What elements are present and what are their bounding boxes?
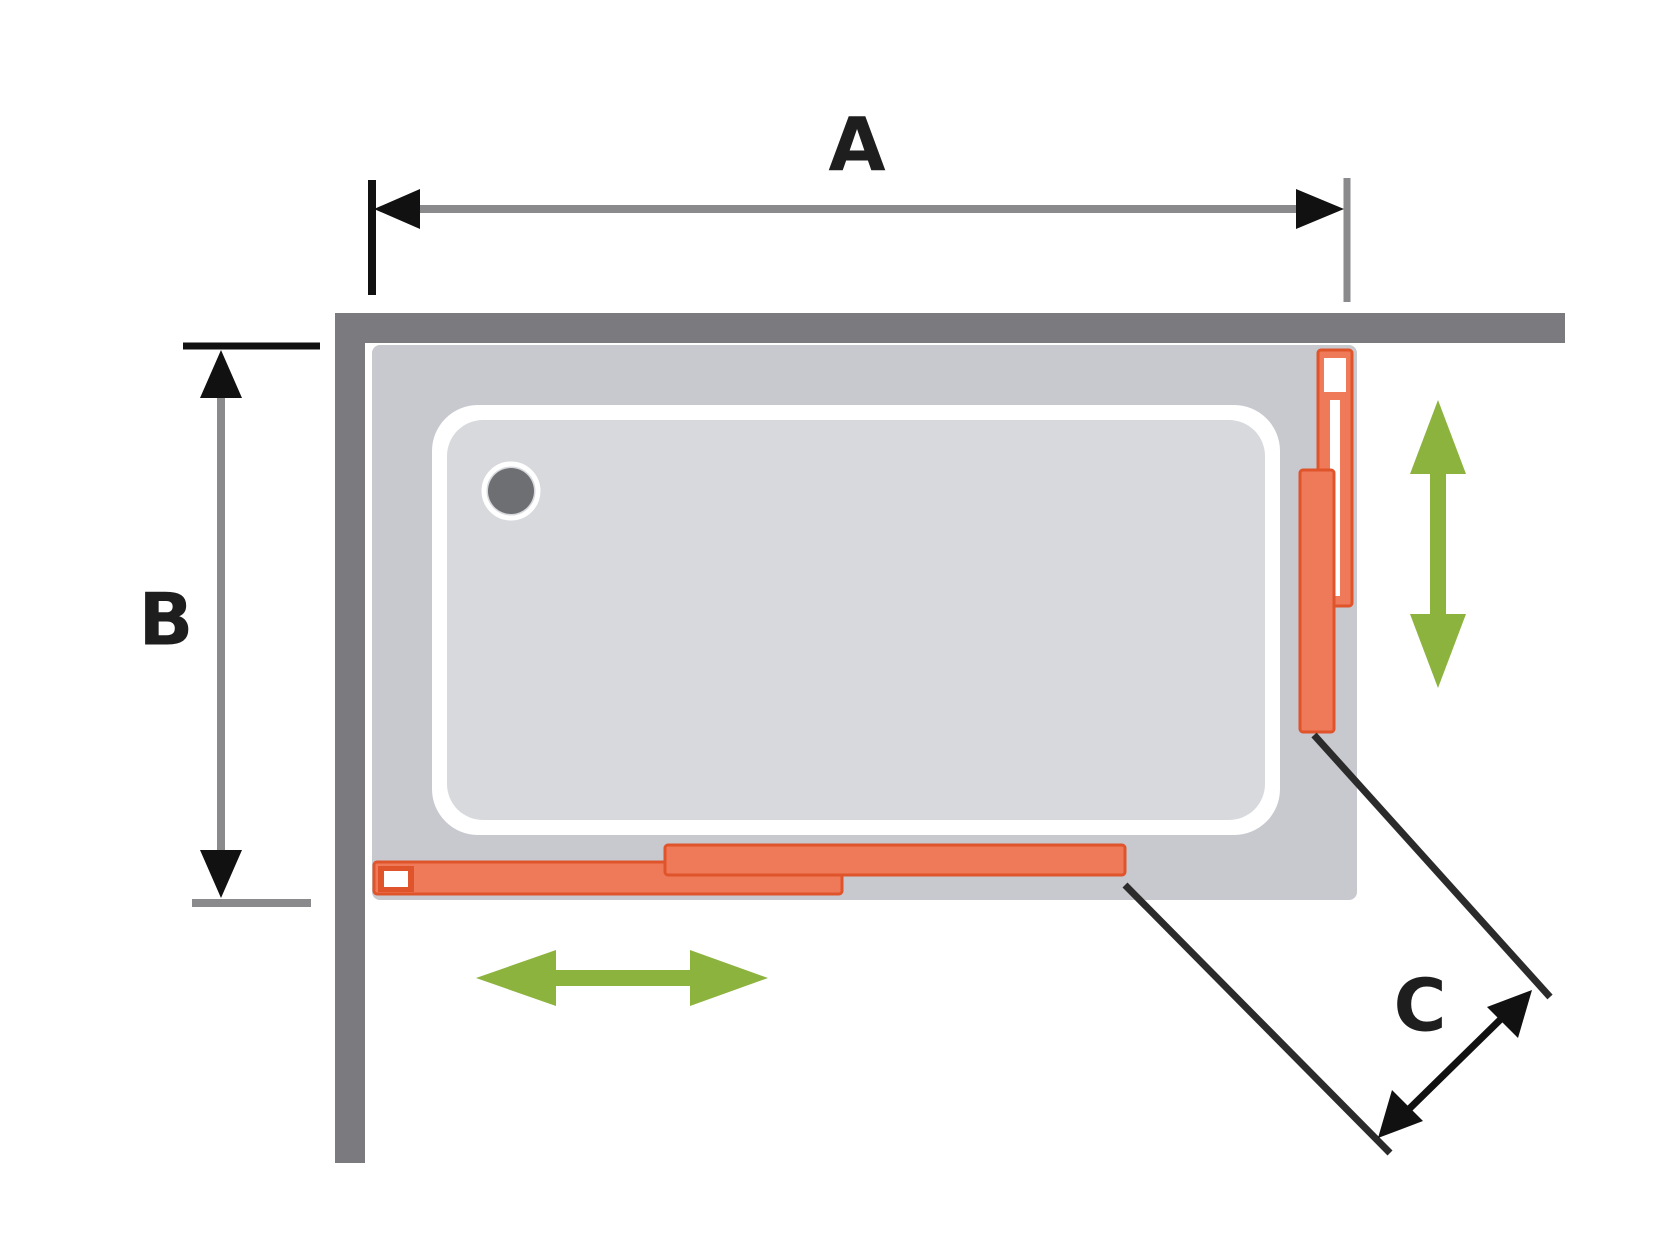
double-arrow-horizontal-icon — [476, 950, 768, 1006]
side-sliding-panel — [1298, 468, 1336, 734]
side-sliding-panels — [1298, 348, 1354, 734]
side-wall — [335, 313, 365, 1163]
front-door-swing-line — [1122, 882, 1393, 1156]
drain-icon — [488, 468, 534, 514]
side-door-swing-line — [1311, 732, 1553, 1000]
dimension-c-upper-arrowhead — [1487, 990, 1532, 1038]
dimension-c: C — [1378, 964, 1532, 1138]
dimension-c-label: C — [1394, 964, 1447, 1048]
dimension-b-bottom-arrowhead — [200, 850, 242, 898]
drain-rim — [481, 461, 541, 521]
front-sliding-panel — [663, 843, 1127, 877]
dimension-a-right-arrowhead — [1296, 189, 1344, 229]
dimension-a-label: A — [828, 103, 885, 189]
back-wall — [335, 313, 1565, 343]
front-wall-bracket-hole — [384, 871, 408, 887]
dimension-a-left-arrowhead — [374, 189, 420, 229]
dimension-b: B — [139, 342, 320, 907]
tray-inner-basin — [447, 420, 1265, 820]
dimension-b-label: B — [139, 578, 194, 662]
side-wall-bracket-hole — [1324, 358, 1346, 392]
door-swing-lines — [1122, 732, 1553, 1156]
shower-tray — [372, 345, 1357, 900]
dimension-a: A — [368, 103, 1351, 302]
dimension-c-line — [1402, 1012, 1508, 1116]
dimension-c-lower-arrowhead — [1378, 1090, 1423, 1138]
front-sliding-panels — [372, 843, 1127, 896]
dimension-b-top-arrowhead — [200, 350, 242, 398]
double-arrow-vertical-icon — [1410, 400, 1466, 688]
walls — [335, 313, 1565, 1163]
